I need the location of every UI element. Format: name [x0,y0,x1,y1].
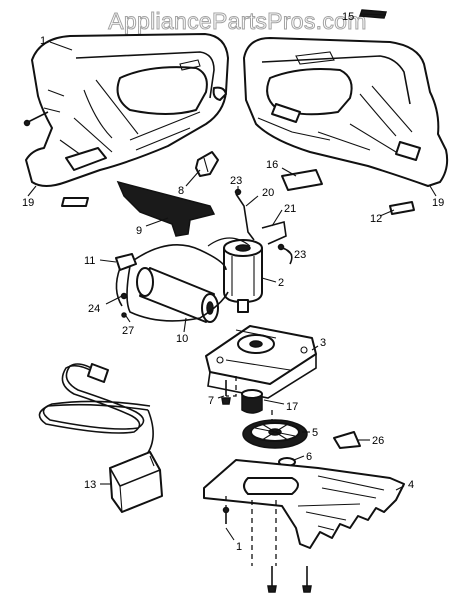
callout-17: 17 [286,401,298,413]
callout-13: 13 [84,479,96,491]
right-housing [243,37,449,187]
battery-pack [136,267,219,323]
blade-guard-26 [333,431,361,449]
callout-19-right: 19 [432,197,444,209]
callout-20: 20 [262,187,274,199]
callout-23-b: 23 [294,249,306,261]
callout-24: 24 [88,303,100,315]
drive-gear [241,389,263,414]
label-plate [281,169,323,191]
leader-lines [27,13,437,541]
wiring [115,237,251,322]
switch [195,151,219,177]
callout-2: 2 [278,277,284,289]
callouts: 1 15 19 19 8 16 12 9 23 20 21 23 11 2 24… [22,11,444,553]
callout-4: 4 [408,479,414,491]
callout-3: 3 [320,337,326,349]
large-gear [242,419,308,449]
callout-27: 27 [122,325,134,337]
callout-1-top: 1 [40,35,46,47]
screws-bottom [222,506,312,593]
callout-10: 10 [176,333,188,345]
screw-7 [221,380,231,405]
callout-26: 26 [372,435,384,447]
callout-19-left: 19 [22,197,34,209]
callout-11: 11 [84,255,95,267]
motor [223,239,263,313]
callout-1-bottom: 1 [236,541,242,553]
power-cord [38,363,154,459]
callout-5: 5 [312,427,318,439]
screw-left-top [23,111,49,127]
callout-9: 9 [136,225,142,237]
charger [108,450,163,513]
left-housing [25,33,229,207]
callout-12: 12 [370,213,382,225]
callout-16: 16 [266,159,278,171]
callout-6: 6 [306,451,312,463]
callout-7: 7 [208,395,214,407]
trigger-bar [116,180,216,237]
callout-23-a: 23 [230,175,242,187]
callout-21: 21 [284,203,296,215]
callout-15: 15 [342,11,354,23]
callout-8: 8 [178,185,184,197]
right-button [389,201,415,215]
blade-assembly [203,459,405,549]
gear-housing [205,325,317,399]
